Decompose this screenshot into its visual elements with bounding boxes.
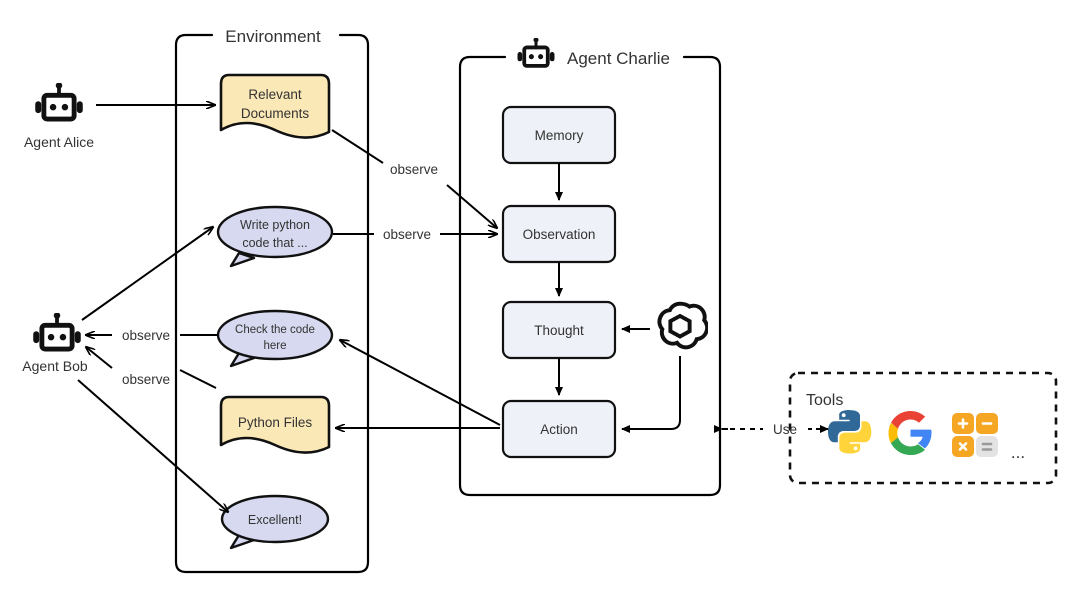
observe-check-label: observe [122,328,170,343]
env-item-excellent[interactable]: Excellent! [220,494,330,550]
edge-bob-to-write-python-code [81,227,213,321]
env-item-check-the-code[interactable]: Check the code here [216,309,334,368]
observe-doc-seg1 [331,129,384,164]
edge-llm-to-action [621,356,681,433]
edge-use-tools: Use [714,422,829,437]
tools-border [788,371,1058,485]
document-shape [219,73,331,139]
action-box [501,399,617,459]
environment-border [174,33,370,574]
charlie-node-action[interactable]: Action [501,399,617,459]
speech-bubble-shape [216,205,334,259]
charlie-node-memory[interactable]: Memory [501,105,617,165]
agent-charlie-label: Agent Charlie [567,49,670,68]
observe-files-seg1 [179,369,217,389]
edge-bob-to-excellent [77,379,228,512]
env-item-relevant-documents[interactable]: Relevant Documents [219,73,331,139]
agent-bob-label: Agent Bob [22,358,88,374]
use-label: Use [773,422,797,437]
env-item-python-files[interactable]: Python Files [219,395,331,454]
robot-icon [35,82,83,119]
agent-charlie-border [458,55,722,497]
agent-alice-label: Agent Alice [24,134,94,150]
relevant-documents-line2: Documents [241,106,310,121]
agent-charlie-container: Agent Charlie [458,38,722,497]
google-logo-icon[interactable] [888,411,932,455]
check-the-code-line2: here [263,340,286,352]
thought-label: Thought [534,323,584,338]
edge-check-to-bob: observe [86,328,218,343]
edge-files-to-bob: observe [86,347,217,389]
charlie-node-thought[interactable]: Thought [501,300,617,360]
check-the-code-line1: Check the code [235,324,315,336]
observe-doc-seg2 [446,184,497,228]
observation-label: Observation [523,227,596,242]
environment-container: Environment [174,27,370,574]
observe-prompt-label: observe [383,227,431,242]
observe-documents-label: observe [390,162,438,177]
action-label: Action [540,422,578,437]
python-files-label: Python Files [238,415,313,430]
memory-label: Memory [535,128,584,143]
agent-alice[interactable]: Agent Alice [24,82,94,150]
observe-files-seg2 [86,347,113,369]
environment-label: Environment [225,27,321,46]
edge-action-to-check [340,340,501,426]
calculator-icon[interactable] [952,413,998,457]
calc-plus-icon [957,418,969,429]
robot-icon [515,38,557,68]
relevant-documents-line1: Relevant [248,87,302,102]
calc-equals-icon [981,442,993,451]
edge-documents-to-observation: observe [331,129,497,228]
excellent-label: Excellent! [248,513,302,527]
edge-prompt-to-observation: observe [333,227,497,242]
tools-container: Tools ... [788,371,1058,485]
tools-label: Tools [806,392,843,409]
ellipsis-icon: ... [1011,443,1025,462]
robot-icon [33,312,81,349]
speech-bubble-shape [220,494,330,544]
speech-bubble-tail [229,251,256,268]
observe-files-label: observe [122,372,170,387]
charlie-node-observation[interactable]: Observation [501,204,617,264]
openai-logo-icon [657,301,708,350]
write-python-code-line2: code that ... [242,236,307,250]
env-item-write-python-code[interactable]: Write python code that ... [216,205,334,268]
agent-bob[interactable]: Agent Bob [22,312,88,374]
python-logo-icon[interactable] [828,410,872,454]
write-python-code-line1: Write python [240,218,310,232]
document-shape [219,395,331,454]
calc-multiply-icon [958,442,968,451]
